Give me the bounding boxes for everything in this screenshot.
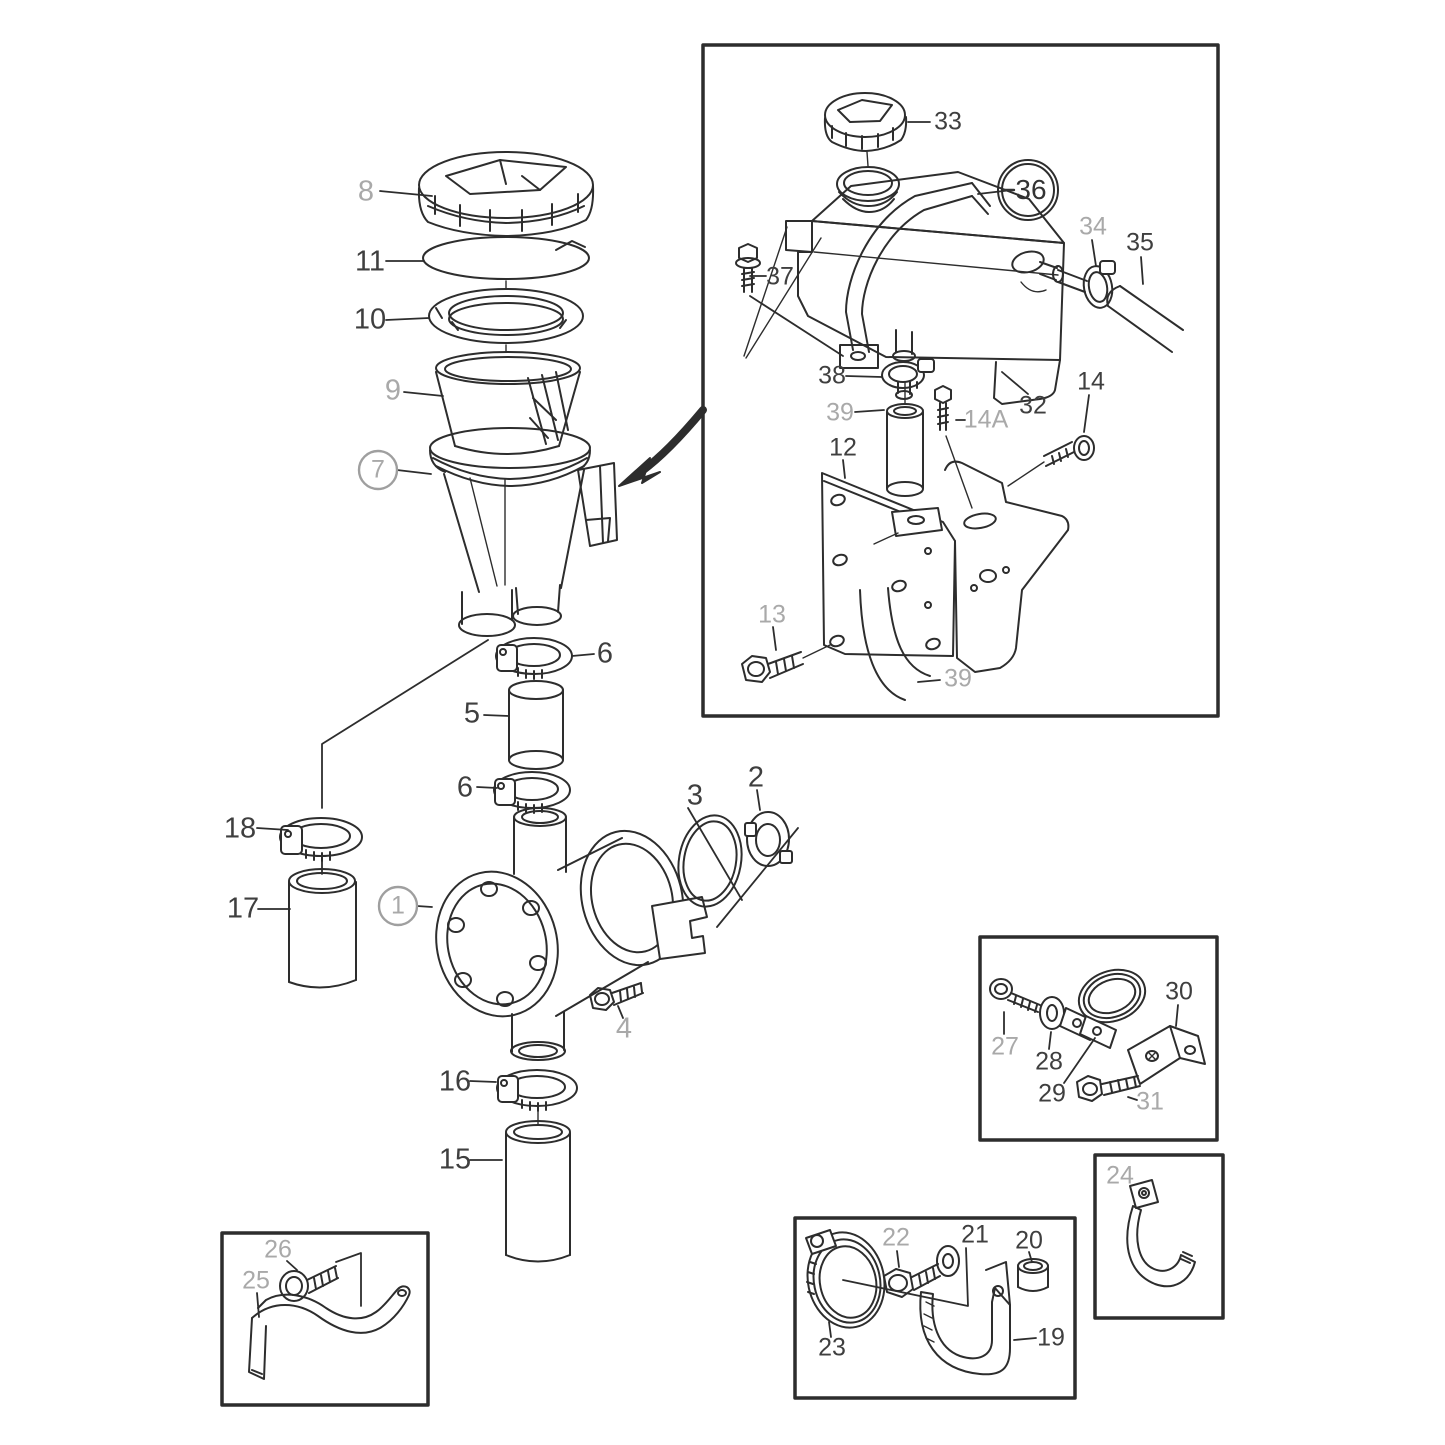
part-10-ring-art (428, 288, 584, 344)
part-14-bolt-art (1007, 435, 1095, 487)
circle-label-1 (377, 885, 419, 927)
arrow-to-strainer (618, 406, 707, 487)
part-label-36-highlight: 36 (1015, 174, 1047, 205)
part-label-14: 14 (1077, 367, 1105, 396)
part-label-35: 35 (1126, 228, 1154, 257)
part-label-26: 26 (264, 1235, 292, 1264)
part-20-bushing-art (1017, 1258, 1049, 1292)
part-2-clamp-art (744, 811, 793, 867)
part-label-39-top: 39 (826, 398, 854, 427)
part-label-25: 25 (242, 1266, 270, 1295)
part-label-9: 9 (384, 374, 402, 407)
part-label-38: 38 (818, 361, 846, 390)
part-label-24: 24 (1106, 1161, 1134, 1190)
part-label-32: 32 (1019, 391, 1047, 420)
inset-box-frames (220, 43, 1225, 1407)
part-label-31: 31 (1136, 1087, 1164, 1116)
support-inset-leaders (828, 1247, 1037, 1341)
part-31-bolt-art (1076, 1075, 1141, 1102)
part-label-10: 10 (353, 303, 387, 336)
part-26-bolt-art (279, 1265, 339, 1302)
part-11-disc-art (422, 236, 590, 280)
part-label-1: 1 (391, 891, 405, 920)
part-25-strap-art (248, 1285, 411, 1380)
part-9-basket-art (435, 351, 581, 455)
part-39-tube-art (886, 403, 924, 497)
part-13-bolt-art (741, 644, 831, 683)
part-label-19: 19 (1037, 1323, 1065, 1352)
part-label-5: 5 (463, 697, 481, 730)
part-7-housing-art (429, 427, 618, 637)
part-label-3: 3 (686, 779, 704, 812)
part-12-bracket-art (821, 460, 1070, 701)
part-label-13: 13 (758, 600, 786, 629)
part-label-7: 7 (371, 455, 385, 484)
part-label-6b: 6 (456, 771, 474, 804)
part-label-33: 33 (934, 107, 962, 136)
part-5-hose-art (508, 680, 564, 770)
part-16-clamp-art (496, 1069, 578, 1112)
part-label-11: 11 (354, 245, 386, 278)
tank-filler-neck-art (836, 166, 900, 213)
part-label-37: 37 (766, 262, 794, 291)
part-label-12: 12 (829, 433, 857, 462)
part-label-14a: 14A (963, 405, 1009, 434)
highlight-ring (997, 159, 1059, 221)
part-37-bolt-art (735, 243, 761, 293)
part-label-21: 21 (961, 1220, 989, 1249)
part-8-cap-art (417, 151, 595, 237)
part-32-tank-art (785, 171, 1088, 405)
part-27-bolt-art (989, 978, 1041, 1013)
part-label-30: 30 (1165, 977, 1193, 1006)
part-33-cap-art (823, 92, 908, 152)
part-label-20: 20 (1015, 1226, 1043, 1255)
part-36-strap-art (839, 182, 991, 369)
bracket-inset-leaders (1003, 1004, 1179, 1101)
part-label-2: 2 (747, 761, 765, 794)
part-label-27: 27 (991, 1032, 1019, 1061)
part-6-clamp-upper-art (495, 637, 573, 680)
part-30-bracket-art (1127, 1025, 1206, 1085)
part-14a-bolt-art (934, 385, 973, 509)
strap-inset-leaders (256, 1252, 362, 1318)
part-label-18: 18 (223, 812, 257, 845)
part-label-15: 15 (438, 1143, 472, 1176)
main-leader-lines (256, 190, 799, 1161)
part-label-23: 23 (818, 1333, 846, 1362)
part-label-8: 8 (357, 175, 375, 208)
highlight-circle-36 (977, 159, 1059, 221)
part-label-39-bottom: 39 (944, 664, 972, 693)
part-label-34: 34 (1079, 212, 1107, 241)
part-18-clamp-art (279, 817, 363, 862)
highlight-fill (1001, 163, 1055, 217)
part-29-clamp-art (1059, 968, 1147, 1049)
part-label-28: 28 (1035, 1047, 1063, 1076)
part-1-pump-art (435, 807, 708, 1061)
part-38-clamp-art (881, 358, 935, 391)
main-connector-lines (321, 280, 539, 1125)
part-label-22: 22 (882, 1223, 910, 1252)
part-label-6a: 6 (596, 637, 614, 670)
circle-label-7 (357, 449, 399, 491)
part-17-hose-art (288, 868, 357, 989)
part-19-bracket-art (919, 1261, 1011, 1376)
part-22-bolt-art (883, 1263, 941, 1298)
part-34-clamp-art (1082, 260, 1116, 309)
tank-leader-lines (743, 121, 1144, 683)
part-23-clamp-art (805, 1229, 886, 1329)
part-label-29: 29 (1038, 1079, 1066, 1108)
part-15-hose-art (505, 1120, 571, 1263)
part-6-clamp-lower-art (493, 771, 571, 814)
part-24-hook-art (1126, 1179, 1196, 1288)
part-35-hose-art (1106, 285, 1184, 353)
part-label-16: 16 (438, 1065, 472, 1098)
part-3-oring-art (677, 814, 743, 908)
part-21-washer-art (936, 1245, 960, 1277)
part-label-4: 4 (615, 1012, 633, 1045)
part-label-17: 17 (226, 892, 260, 925)
part-4-bolt-art (589, 982, 644, 1011)
